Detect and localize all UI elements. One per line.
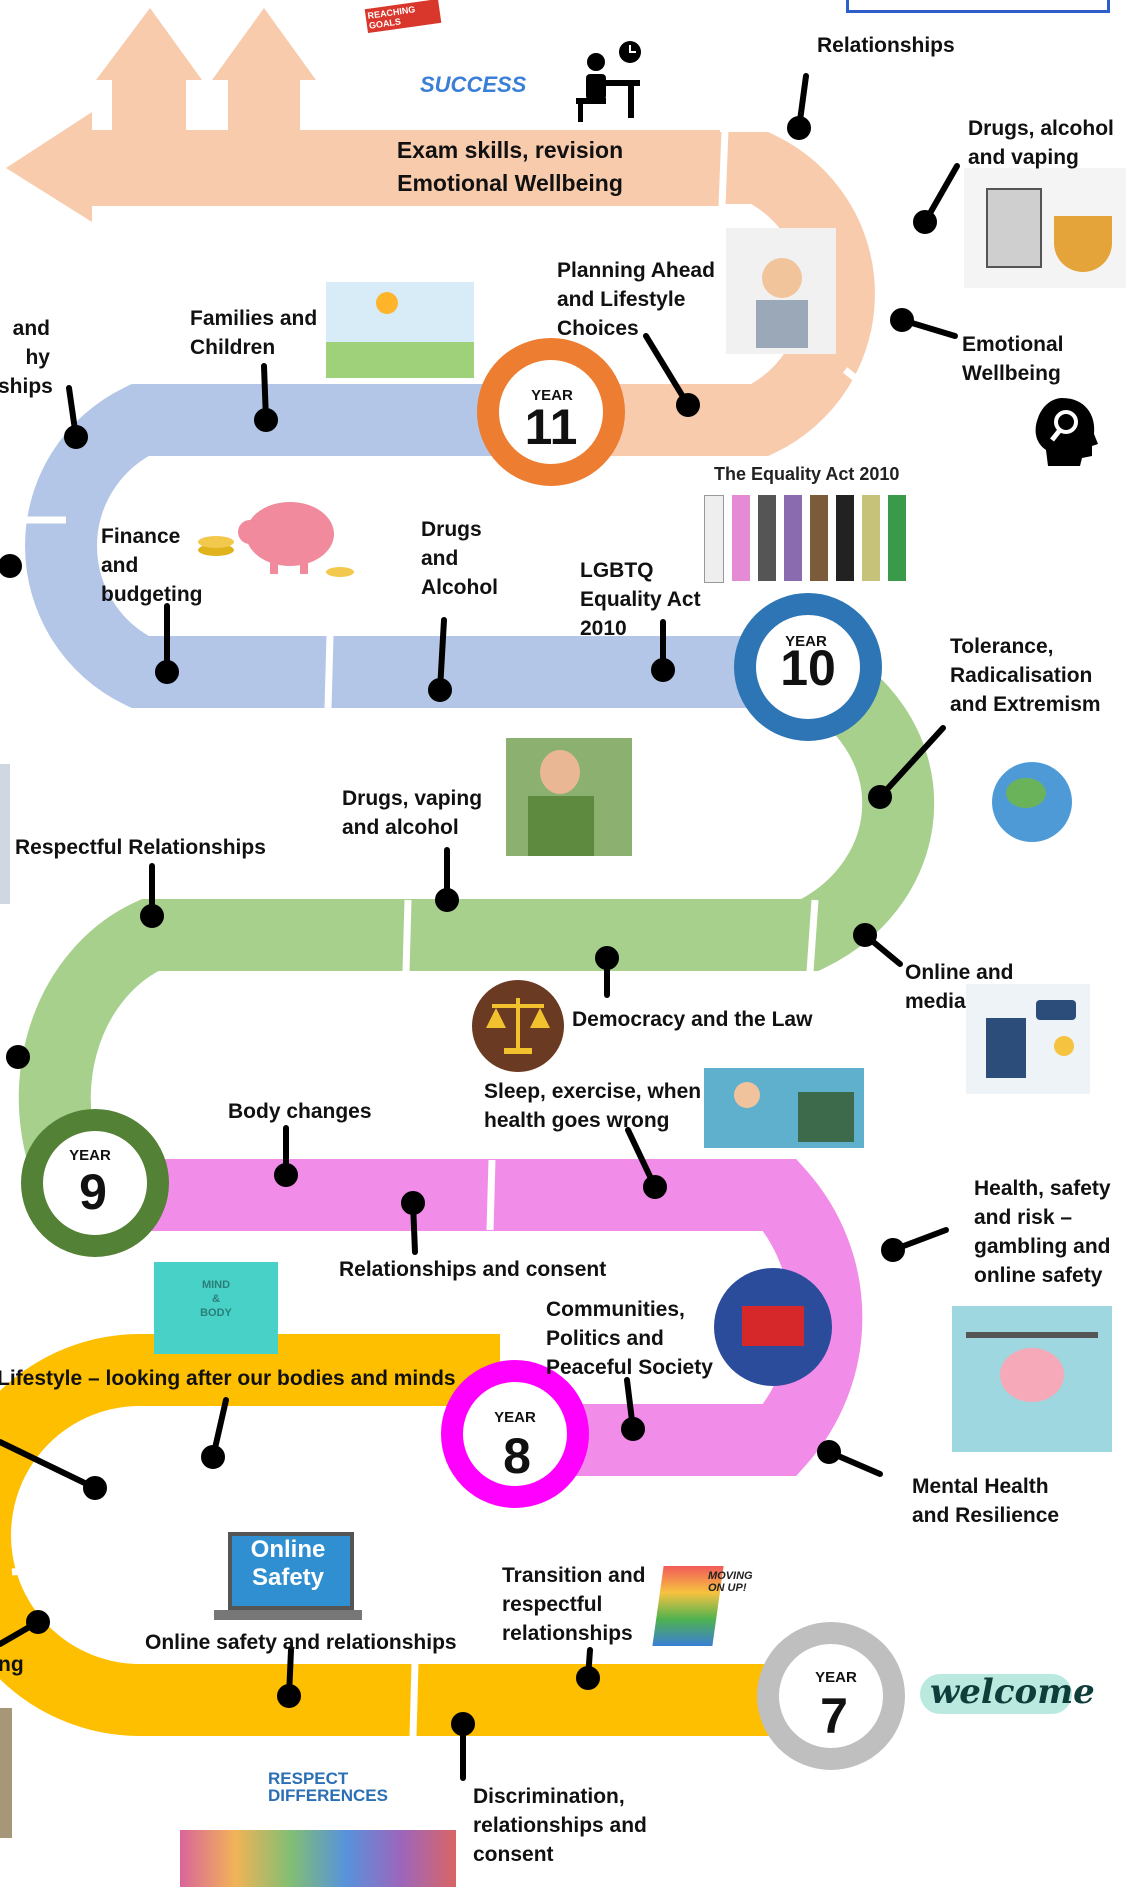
year-11-badge: YEAR 11 [477, 338, 625, 486]
topic-healthy-relationships-partial: and hy ships [0, 317, 53, 398]
welcome-text: welcome [930, 1672, 1095, 1712]
topic-tolerance: Tolerance, Radicalisation and Extremism [950, 635, 1101, 716]
year-10-word: YEAR [785, 633, 827, 650]
topic-online-media: Online and media [905, 961, 1014, 1013]
online-safety-laptop-image: Online Safety [214, 1532, 362, 1628]
topic-drugs-alcohol-y10: Drugs and Alcohol [421, 518, 498, 599]
cigarettes-drink-image [964, 168, 1126, 288]
planning-ahead-image [726, 228, 836, 354]
year-9-badge: YEAR 9 [21, 1109, 169, 1257]
topic-respectful-relationships: Respectful Relationships [15, 836, 266, 859]
year-11-word: YEAR [531, 387, 573, 404]
year-8-number: 8 [503, 1428, 531, 1484]
moving-on-up-text: MOVING ON UP! [708, 1570, 753, 1594]
topic-relationships-y11: Relationships [817, 34, 955, 57]
topic-discrimination: Discrimination, relationships and consen… [473, 1785, 647, 1866]
year-10-number: 10 [780, 640, 836, 696]
mind-body-text: MIND & BODY [200, 1279, 232, 1319]
year-8-badge: YEAR 8 [441, 1360, 589, 1508]
sleep-exercise-image [704, 1068, 864, 1148]
finish-arrow [6, 112, 720, 222]
year-10-track [25, 384, 800, 708]
online-safety-sign-text: Online Safety [250, 1536, 326, 1591]
scales-of-justice-icon [472, 980, 564, 1072]
topic-sleep-exercise: Sleep, exercise, when health goes wrong [484, 1080, 702, 1132]
finish-arrow-text: Exam skills, revision Emotional Wellbein… [396, 137, 624, 196]
person-at-desk-clock-icon [576, 41, 641, 122]
top-right-frame [846, 0, 1110, 13]
topic-health-safety-risk: Health, safety and risk – gambling and o… [974, 1177, 1111, 1287]
track-dividers [0, 129, 941, 1737]
families-image [326, 282, 474, 378]
year-10-badge: YEAR 10 [734, 593, 882, 741]
topic-communities: Communities, Politics and Peaceful Socie… [546, 1298, 713, 1379]
topic-pins [0, 73, 960, 1781]
year-11-number: 11 [525, 399, 578, 455]
topic-lifestyle: Lifestyle – looking after our bodies and… [0, 1367, 456, 1390]
mind-body-image: MIND & BODY [154, 1262, 278, 1354]
communities-uk-image [708, 1262, 838, 1392]
respect-differences-text: RESPECT DIFFERENCES [268, 1769, 388, 1805]
refusing-drugs-image [506, 738, 632, 856]
topic-drugs-vaping-alcohol-y9: Drugs, vaping and alcohol [342, 787, 483, 839]
welcome-image: welcome [916, 1668, 1095, 1728]
topic-lgbtq-equality: LGBTQ Equality Act 2010 [580, 559, 701, 640]
topic-body-changes: Body changes [228, 1100, 372, 1123]
topic-democracy-law: Democracy and the Law [572, 1008, 813, 1031]
year-11-track [500, 132, 875, 456]
year-8-word: YEAR [494, 1409, 536, 1426]
reaching-goals-image: REACHING GOALS SUCCESS [360, 0, 526, 100]
up-arrow-right [212, 8, 316, 130]
year-9-track [18, 636, 935, 1231]
reaching-goals-flag-text: REACHING GOALS [364, 0, 442, 34]
moving-on-up-image: MOVING ON UP! [648, 1526, 768, 1650]
topic-online-safety-relationships: Online safety and relationships [145, 1631, 457, 1654]
head-magnifier-icon [1035, 398, 1098, 466]
topic-finance-budgeting: Finance and budgeting [101, 525, 203, 606]
year-9-word: YEAR [69, 1147, 111, 1164]
topic-relationships-consent: Relationships and consent [339, 1258, 607, 1281]
topic-families-children: Families and Children [190, 307, 318, 359]
year-9-number: 9 [79, 1164, 107, 1220]
left-edge-image-bottom [0, 1708, 12, 1838]
tolerance-globe-image [958, 738, 1108, 866]
year-7-badge: YEAR 7 [757, 1622, 905, 1770]
brain-dumbbell-image [952, 1306, 1112, 1452]
year-7-number: 7 [820, 1688, 848, 1744]
topic-emotional-wellbeing: Emotional Wellbeing [962, 333, 1064, 385]
topic-planning-ahead: Planning Ahead and Lifestyle Choices [557, 259, 715, 340]
left-edge-image-top [0, 764, 10, 904]
year-7-word: YEAR [815, 1669, 857, 1686]
topic-drugs-alcohol-vaping: Drugs, alcohol and vaping [968, 117, 1114, 169]
equality-act-caption: The Equality Act 2010 [714, 464, 900, 484]
topic-mental-health: Mental Health and Resilience [912, 1475, 1060, 1527]
topic-partial-ng: ng [0, 1653, 24, 1676]
respect-differences-image: RESPECT DIFFERENCES [180, 1766, 456, 1887]
equality-act-image: The Equality Act 2010 [700, 464, 926, 596]
up-arrow-left [96, 8, 202, 130]
topic-transition: Transition and respectful relationships [502, 1564, 646, 1645]
online-media-image [966, 984, 1090, 1094]
piggy-bank-icon [190, 490, 358, 584]
year-7-track [0, 1334, 820, 1736]
success-text: SUCCESS [420, 72, 527, 97]
